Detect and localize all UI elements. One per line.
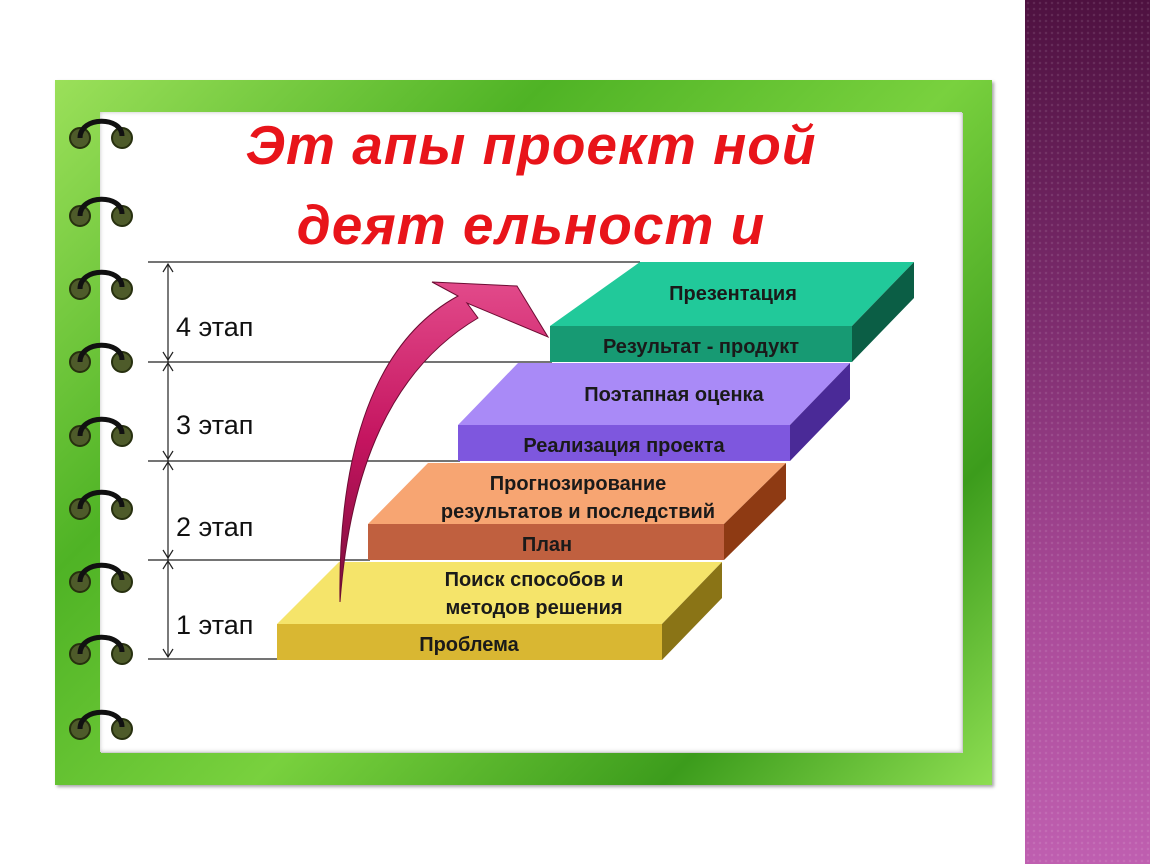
step-1-side — [662, 562, 722, 660]
ring-icon — [69, 342, 133, 373]
ring-icon — [69, 196, 133, 227]
step-1-top-line-1: Поиск способов и — [445, 569, 624, 591]
stage-label-2: 2 этап — [176, 512, 253, 542]
step-2-front — [368, 524, 724, 560]
step-3-front-label: Реализация проекта — [523, 435, 725, 457]
step-4-side — [852, 262, 914, 362]
step-3-front — [458, 425, 790, 461]
step-2-top-line-2: результатов и последствий — [441, 501, 715, 523]
step-3-top-line-1: Поэтапная оценка — [584, 384, 764, 406]
step-1: Поиск способов и методов решения Проблем… — [277, 562, 722, 660]
ring-icon — [69, 118, 133, 149]
step-4-front-label: Результат - продукт — [603, 336, 799, 358]
step-4-top-line-1: Презентация — [669, 283, 797, 305]
page-title: Эт апы проект ной деят ельност и — [100, 105, 962, 265]
ring-icon — [69, 562, 133, 593]
stage-label-3: 3 этап — [176, 410, 253, 440]
step-2-top — [368, 463, 786, 524]
step-2: Прогнозирование результатов и последстви… — [368, 463, 786, 560]
step-4: Презентация Результат - продукт — [550, 262, 914, 362]
ring-icon — [69, 269, 133, 300]
ring-icon — [69, 489, 133, 520]
step-1-front-label: Проблема — [419, 634, 519, 656]
stage-label-4: 4 этап — [176, 312, 253, 342]
ring-icon — [69, 709, 133, 740]
step-3-top — [458, 363, 850, 425]
step-3: Поэтапная оценка Реализация проекта — [458, 363, 850, 461]
step-3-side — [790, 363, 850, 461]
step-1-top-line-2: методов решения — [445, 597, 622, 619]
decorative-side-strip — [1025, 0, 1150, 864]
stage-label-1: 1 этап — [176, 610, 253, 640]
step-1-front — [277, 624, 662, 660]
stage-guides — [148, 261, 640, 660]
progress-arrow-icon — [339, 281, 550, 603]
step-2-front-label: План — [522, 534, 572, 556]
title-line-2: деят ельност и — [296, 194, 766, 256]
title-line-1: Эт апы проект ной — [245, 114, 817, 176]
step-4-front — [550, 326, 852, 362]
step-2-top-line-1: Прогнозирование — [490, 473, 667, 495]
ring-icon — [69, 416, 133, 447]
step-1-top — [277, 562, 722, 624]
ring-icon — [69, 634, 133, 665]
step-2-side — [724, 463, 786, 560]
step-4-top — [550, 262, 914, 326]
